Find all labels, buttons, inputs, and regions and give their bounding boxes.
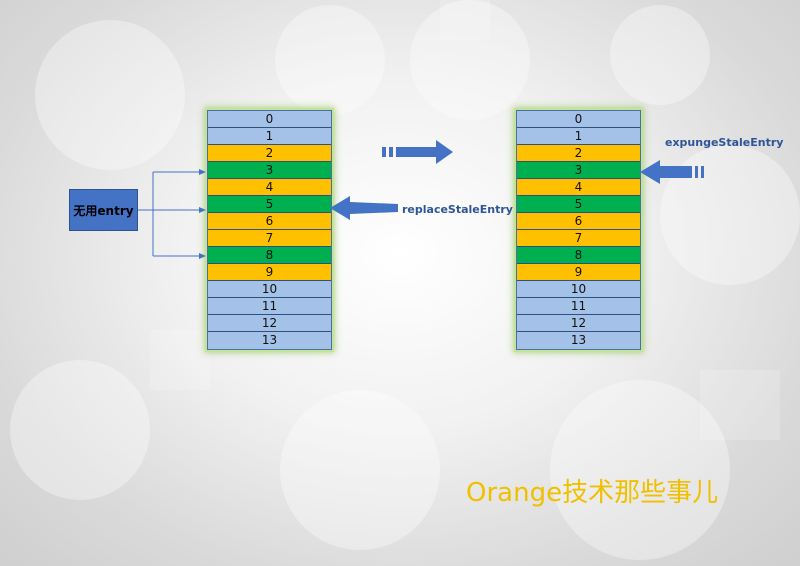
right-cell-6: 6 (517, 213, 640, 230)
right-cell-10: 10 (517, 281, 640, 298)
left-cell-7: 7 (208, 230, 331, 247)
right-cell-8: 8 (517, 247, 640, 264)
left-cell-3: 3 (208, 162, 331, 179)
right-cell-0: 0 (517, 111, 640, 128)
replace-arrow-icon (330, 196, 398, 220)
unused-entry-label: 无用entry (73, 203, 134, 218)
replace-stale-entry-label: replaceStaleEntry (402, 203, 513, 216)
left-cell-8: 8 (208, 247, 331, 264)
left-cell-0: 0 (208, 111, 331, 128)
left-cell-13: 13 (208, 332, 331, 349)
left-cell-9: 9 (208, 264, 331, 281)
left-cell-10: 10 (208, 281, 331, 298)
left-cell-2: 2 (208, 145, 331, 162)
connector-arrowhead-3 (199, 169, 206, 175)
right-cell-1: 1 (517, 128, 640, 145)
expunge-stale-entry-label: expungeStaleEntry (665, 136, 784, 149)
left-cell-1: 1 (208, 128, 331, 145)
left-cell-5: 5 (208, 196, 331, 213)
right-cell-13: 13 (517, 332, 640, 349)
right-cell-4: 4 (517, 179, 640, 196)
left-cell-12: 12 (208, 315, 331, 332)
connector-arrowhead-5 (199, 207, 206, 213)
unused-entry-connectors (138, 171, 200, 257)
left-cell-4: 4 (208, 179, 331, 196)
right-cell-2: 2 (517, 145, 640, 162)
left-cell-6: 6 (208, 213, 331, 230)
right-cell-11: 11 (517, 298, 640, 315)
right-cell-7: 7 (517, 230, 640, 247)
right-cell-9: 9 (517, 264, 640, 281)
expunge-arrow-icon (640, 160, 704, 184)
right-cell-5: 5 (517, 196, 640, 213)
right-cell-12: 12 (517, 315, 640, 332)
left-cell-11: 11 (208, 298, 331, 315)
transition-arrow-icon (382, 140, 453, 164)
right-cell-3: 3 (517, 162, 640, 179)
connector-arrowhead-8 (199, 253, 206, 259)
watermark-text: Orange技术那些事儿 (466, 478, 719, 508)
unused-entry-box: 无用entry (69, 189, 138, 231)
